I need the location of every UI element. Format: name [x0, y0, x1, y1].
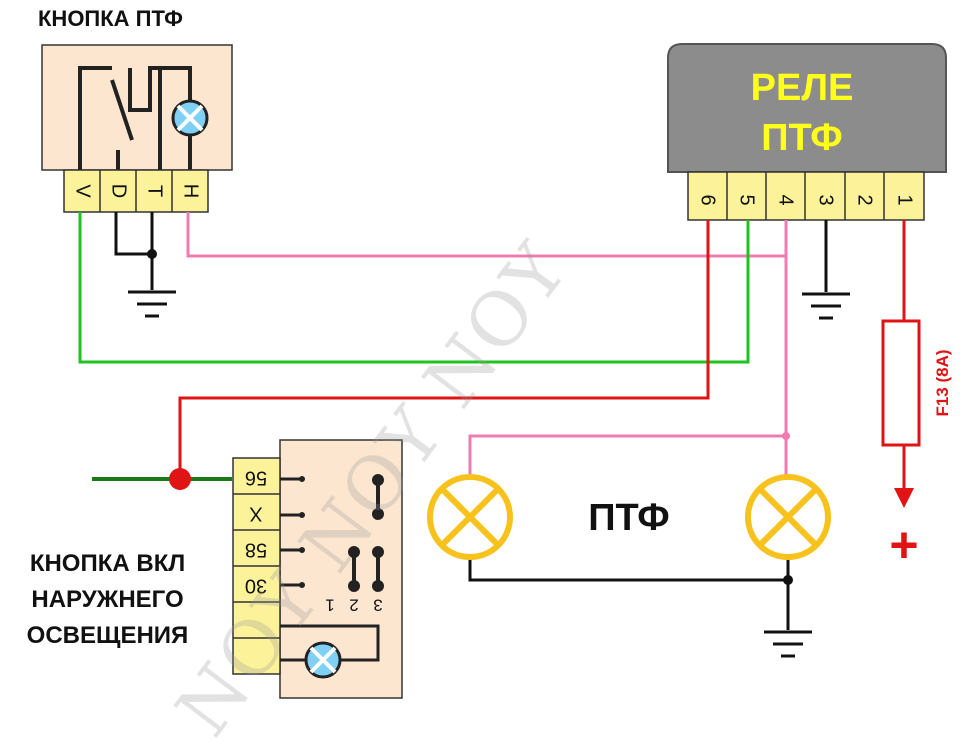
light-switch-title-line2: НАРУЖНЕГО — [31, 586, 184, 613]
switch-pin-56: 56 — [245, 467, 267, 489]
fuse-label: F13 (8A) — [933, 349, 952, 416]
relay-pin-6: 6 — [697, 194, 719, 205]
switch-position-2: 2 — [349, 596, 358, 615]
ptf-button: V D T H — [41, 44, 233, 213]
light-switch-title-line1: КНОПКА ВКЛ — [29, 550, 186, 577]
relay-body — [667, 43, 947, 173]
wire-pink-relay4-lamps — [468, 256, 788, 476]
relay-pin-block — [687, 171, 925, 221]
lamps-label: ПТФ — [588, 497, 670, 539]
plus-sign: + — [889, 517, 918, 573]
wiring-diagram: V D T H РЕЛЕ ПТФ 6 5 4 3 2 1 — [41, 43, 952, 699]
light-switch: 56 X 58 30 1 2 3 — [232, 439, 403, 699]
switch-bulb-circuit — [280, 624, 380, 662]
junction-dot-red — [169, 468, 191, 490]
relay-pin-5: 5 — [736, 194, 758, 205]
relay-title-line2: ПТФ — [761, 117, 843, 159]
switch-pin-x: X — [249, 503, 262, 525]
light-switch-title: КНОПКА ВКЛ НАРУЖНЕГО ОСВЕЩЕНИЯ — [0, 546, 215, 654]
ptf-button-internal-circuit — [78, 66, 192, 170]
relay-pin-4: 4 — [775, 194, 797, 205]
wire-green-v-relay5 — [78, 212, 750, 364]
wire-black-lamps-ground — [468, 558, 790, 630]
ptf-button-bulb-icon — [171, 99, 209, 137]
relay-pin-3: 3 — [815, 194, 837, 205]
switch-internal-leads — [280, 477, 300, 587]
ptf-button-pin-h: H — [180, 184, 202, 198]
relay-pin-2: 2 — [854, 194, 876, 205]
junction-dot — [783, 575, 793, 585]
switch-pin-30: 30 — [245, 575, 267, 597]
fuse-icon — [881, 319, 921, 447]
wire-pink-h-relay4 — [186, 212, 788, 258]
relay-title-line1: РЕЛЕ — [751, 67, 854, 109]
switch-position-1: 1 — [325, 596, 334, 615]
switch-pin-58: 58 — [245, 539, 267, 561]
light-switch-title-line3: ОСВЕЩЕНИЯ — [26, 622, 189, 649]
junction-dot — [782, 432, 790, 440]
relay: РЕЛЕ ПТФ 6 5 4 3 2 1 — [667, 43, 947, 221]
switch-contacts — [348, 474, 384, 592]
fog-lamp-right-icon — [745, 474, 831, 560]
ground-icon — [764, 630, 812, 658]
switch-bulb-icon — [304, 641, 342, 679]
ptf-button-pin-d: D — [108, 184, 130, 198]
fog-lamp-left-icon — [427, 474, 513, 560]
switch-position-3: 3 — [373, 596, 382, 615]
wire-red-relay6-switch56 — [178, 220, 710, 478]
ground-icon — [128, 290, 176, 318]
ptf-button-pin-t: T — [144, 185, 166, 197]
relay-pin-1: 1 — [894, 194, 916, 205]
ptf-button-title: КНОПКА ПТФ — [38, 6, 183, 31]
ptf-button-pin-v: V — [72, 184, 94, 198]
wire-black-ptf-ground — [114, 212, 154, 290]
ground-icon — [802, 292, 850, 320]
arrow-down-icon — [894, 488, 914, 508]
junction-dot — [147, 249, 157, 259]
